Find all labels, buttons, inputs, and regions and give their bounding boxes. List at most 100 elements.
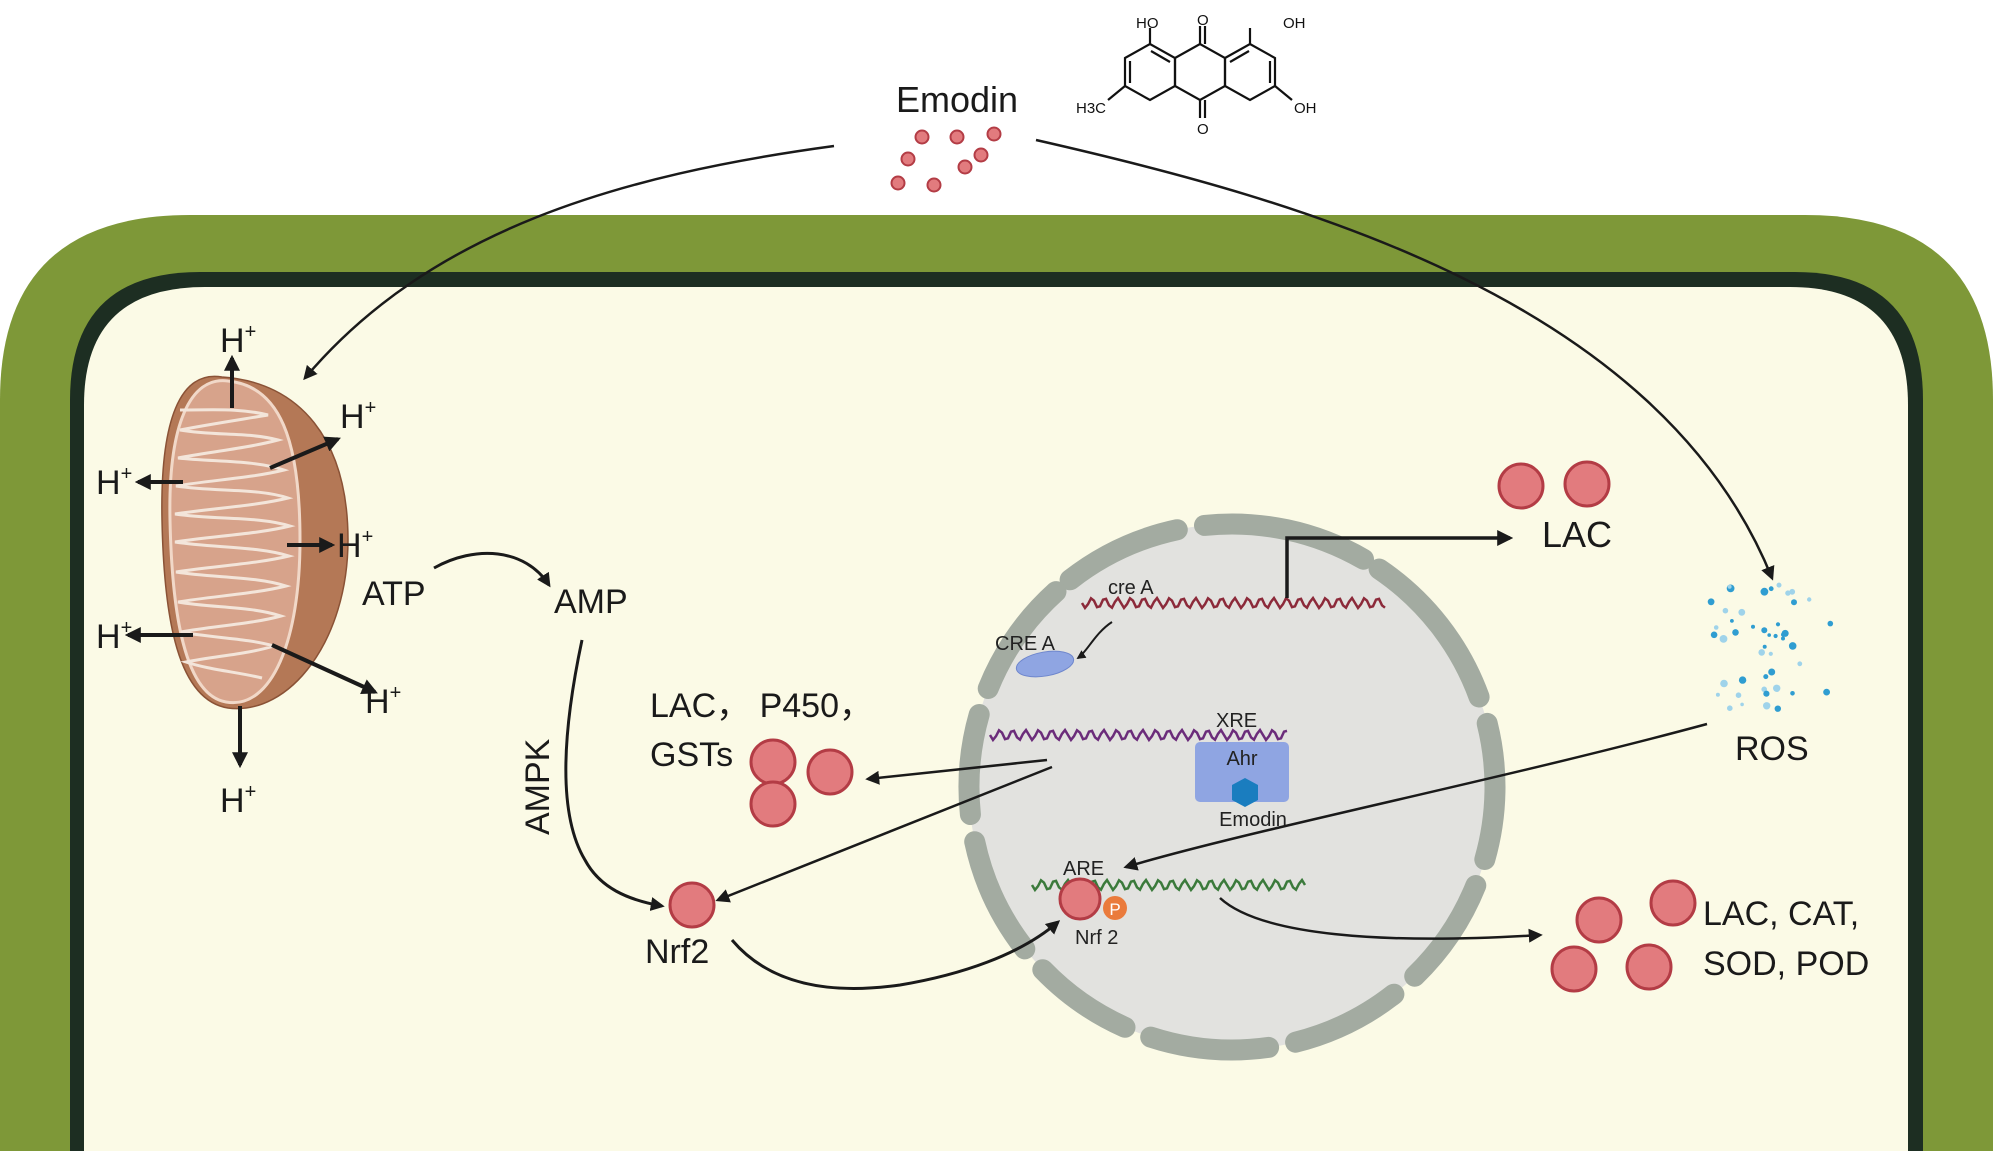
antioxidant-protein — [1550, 945, 1598, 993]
ros-particle — [1775, 622, 1781, 627]
ros-particle — [1761, 686, 1767, 693]
arrow-xre-to-enzymes — [865, 758, 1048, 785]
chem-methyl: H3C — [1076, 100, 1106, 117]
nuclear-envelope-segment — [958, 704, 990, 825]
chem-ketone-bottom: O — [1197, 121, 1209, 138]
nrf2-protein — [668, 881, 716, 929]
ros-particle — [1751, 624, 1755, 629]
proton-labels: H+ H+ H+ H+ H+ H+ H+ — [96, 321, 401, 820]
ros-particle — [1713, 625, 1719, 630]
ros-particle — [1707, 598, 1715, 606]
ros-particle — [1807, 597, 1812, 602]
xre-dna — [988, 727, 1288, 743]
enzyme-protein — [749, 738, 797, 786]
ros-particle — [1773, 684, 1781, 692]
ros-particle — [1720, 679, 1728, 688]
arrow-ros-to-are — [1123, 722, 1708, 871]
emodin-molecule — [890, 175, 906, 191]
mitochondrion-cristae — [174, 408, 296, 680]
ahr-label: Ahr — [1226, 748, 1257, 770]
ros-particle — [1710, 631, 1718, 639]
arrow-atp-to-amp — [433, 551, 551, 588]
ros-particle — [1781, 636, 1785, 641]
emodin-molecules — [890, 126, 1002, 193]
antioxidants-label-line2: SOD, POD — [1703, 945, 1869, 983]
ros: ROS — [1707, 582, 1834, 768]
ros-particle — [1738, 608, 1746, 616]
ros-particle — [1761, 627, 1768, 634]
ros-particle — [1762, 644, 1767, 649]
arrow-nrf2-to-are — [730, 920, 1061, 991]
arrow-xre-to-nrf2 — [715, 765, 1053, 903]
ros-particle — [1768, 651, 1773, 656]
emodin-label: Emodin — [896, 79, 1018, 120]
antioxidants-label-line1: LAC, CAT, — [1703, 895, 1859, 933]
nucleus: cre A CRE A XRE Ahr Emodin ARE P Nrf 2 — [958, 513, 1514, 1061]
enzymes-label-line1: LAC， P450， — [650, 687, 873, 725]
cre-a-protein — [1015, 650, 1075, 678]
chem-ho-left: HO — [1136, 15, 1159, 32]
proton-arrows — [124, 354, 378, 769]
phospho-group — [1103, 896, 1127, 920]
arrow-emodin-to-ros — [1035, 138, 1775, 581]
ros-particle — [1776, 582, 1782, 588]
mitochondrion — [161, 375, 349, 710]
antioxidant-protein — [1649, 879, 1697, 927]
proton-label-top: H+ — [220, 321, 256, 360]
emodin-group: Emodin HO O OH O OH H3C — [890, 12, 1317, 193]
ros-particle — [1785, 590, 1791, 596]
ros-particle — [1767, 633, 1771, 637]
antioxidant-protein — [1575, 896, 1623, 944]
arrow-cre-a-to-lac — [1285, 530, 1514, 598]
nuclear-envelope-segment — [1140, 1026, 1280, 1061]
chem-oh-top: OH — [1283, 15, 1306, 32]
ros-particle — [1789, 588, 1796, 595]
ros-particle — [1763, 690, 1770, 697]
ahr-receptor — [1195, 742, 1289, 802]
ros-particle — [1715, 692, 1720, 697]
ros-particle — [1727, 705, 1733, 711]
nuclear-envelope-segment — [1032, 959, 1136, 1038]
nuclear-envelope-segment — [1285, 983, 1405, 1053]
ros-particle — [1774, 705, 1782, 712]
proton-arrow-upper-right — [269, 436, 341, 470]
ros-label: ROS — [1735, 730, 1809, 768]
nuclear-envelope — [958, 513, 1506, 1061]
nrf2-bound-label: Nrf 2 — [1075, 927, 1118, 949]
enzyme-protein — [806, 748, 854, 796]
ros-particle — [1781, 629, 1789, 637]
cre-a-protein-label: CRE A — [995, 633, 1056, 655]
nrf2-label: Nrf2 — [645, 933, 709, 971]
proton-arrow-lower-right — [271, 643, 378, 694]
proton-label-upper-right: H+ — [340, 397, 376, 436]
chem-oh-right: OH — [1294, 100, 1317, 117]
ros-particle — [1791, 599, 1797, 606]
ros-particle — [1790, 691, 1795, 696]
nuclear-envelope-segment — [964, 831, 1036, 960]
proton-label-mid-right: H+ — [337, 526, 373, 565]
arrow-cre-a-to-protein — [1076, 621, 1113, 660]
arrow-amp-to-nrf2 — [564, 639, 665, 911]
proton-label-lower-left: H+ — [96, 617, 132, 656]
ros-particle — [1823, 688, 1830, 696]
ros-particle — [1719, 635, 1728, 643]
atp-label: ATP — [362, 575, 426, 613]
ros-particles — [1707, 582, 1834, 712]
nuclear-envelope-segment — [1059, 519, 1188, 591]
xre-label: XRE — [1216, 710, 1257, 732]
ros-particle — [1827, 620, 1834, 627]
antioxidant-enzymes: LAC, CAT, SOD, POD — [1550, 879, 1869, 993]
lac-protein — [1497, 462, 1545, 510]
antioxidant-protein — [1625, 943, 1673, 991]
ros-particle — [1758, 649, 1765, 656]
ros-particle — [1768, 668, 1776, 676]
phospho-label: P — [1109, 900, 1120, 919]
enzymes-label-line2: GSTs — [650, 736, 733, 774]
ros-particle — [1738, 676, 1747, 684]
arrow-emodin-to-mitochondrion — [303, 144, 835, 381]
detox-enzymes: LAC， P450， GSTs — [650, 687, 873, 828]
emodin-molecule — [949, 129, 965, 145]
ros-particle — [1730, 619, 1734, 623]
